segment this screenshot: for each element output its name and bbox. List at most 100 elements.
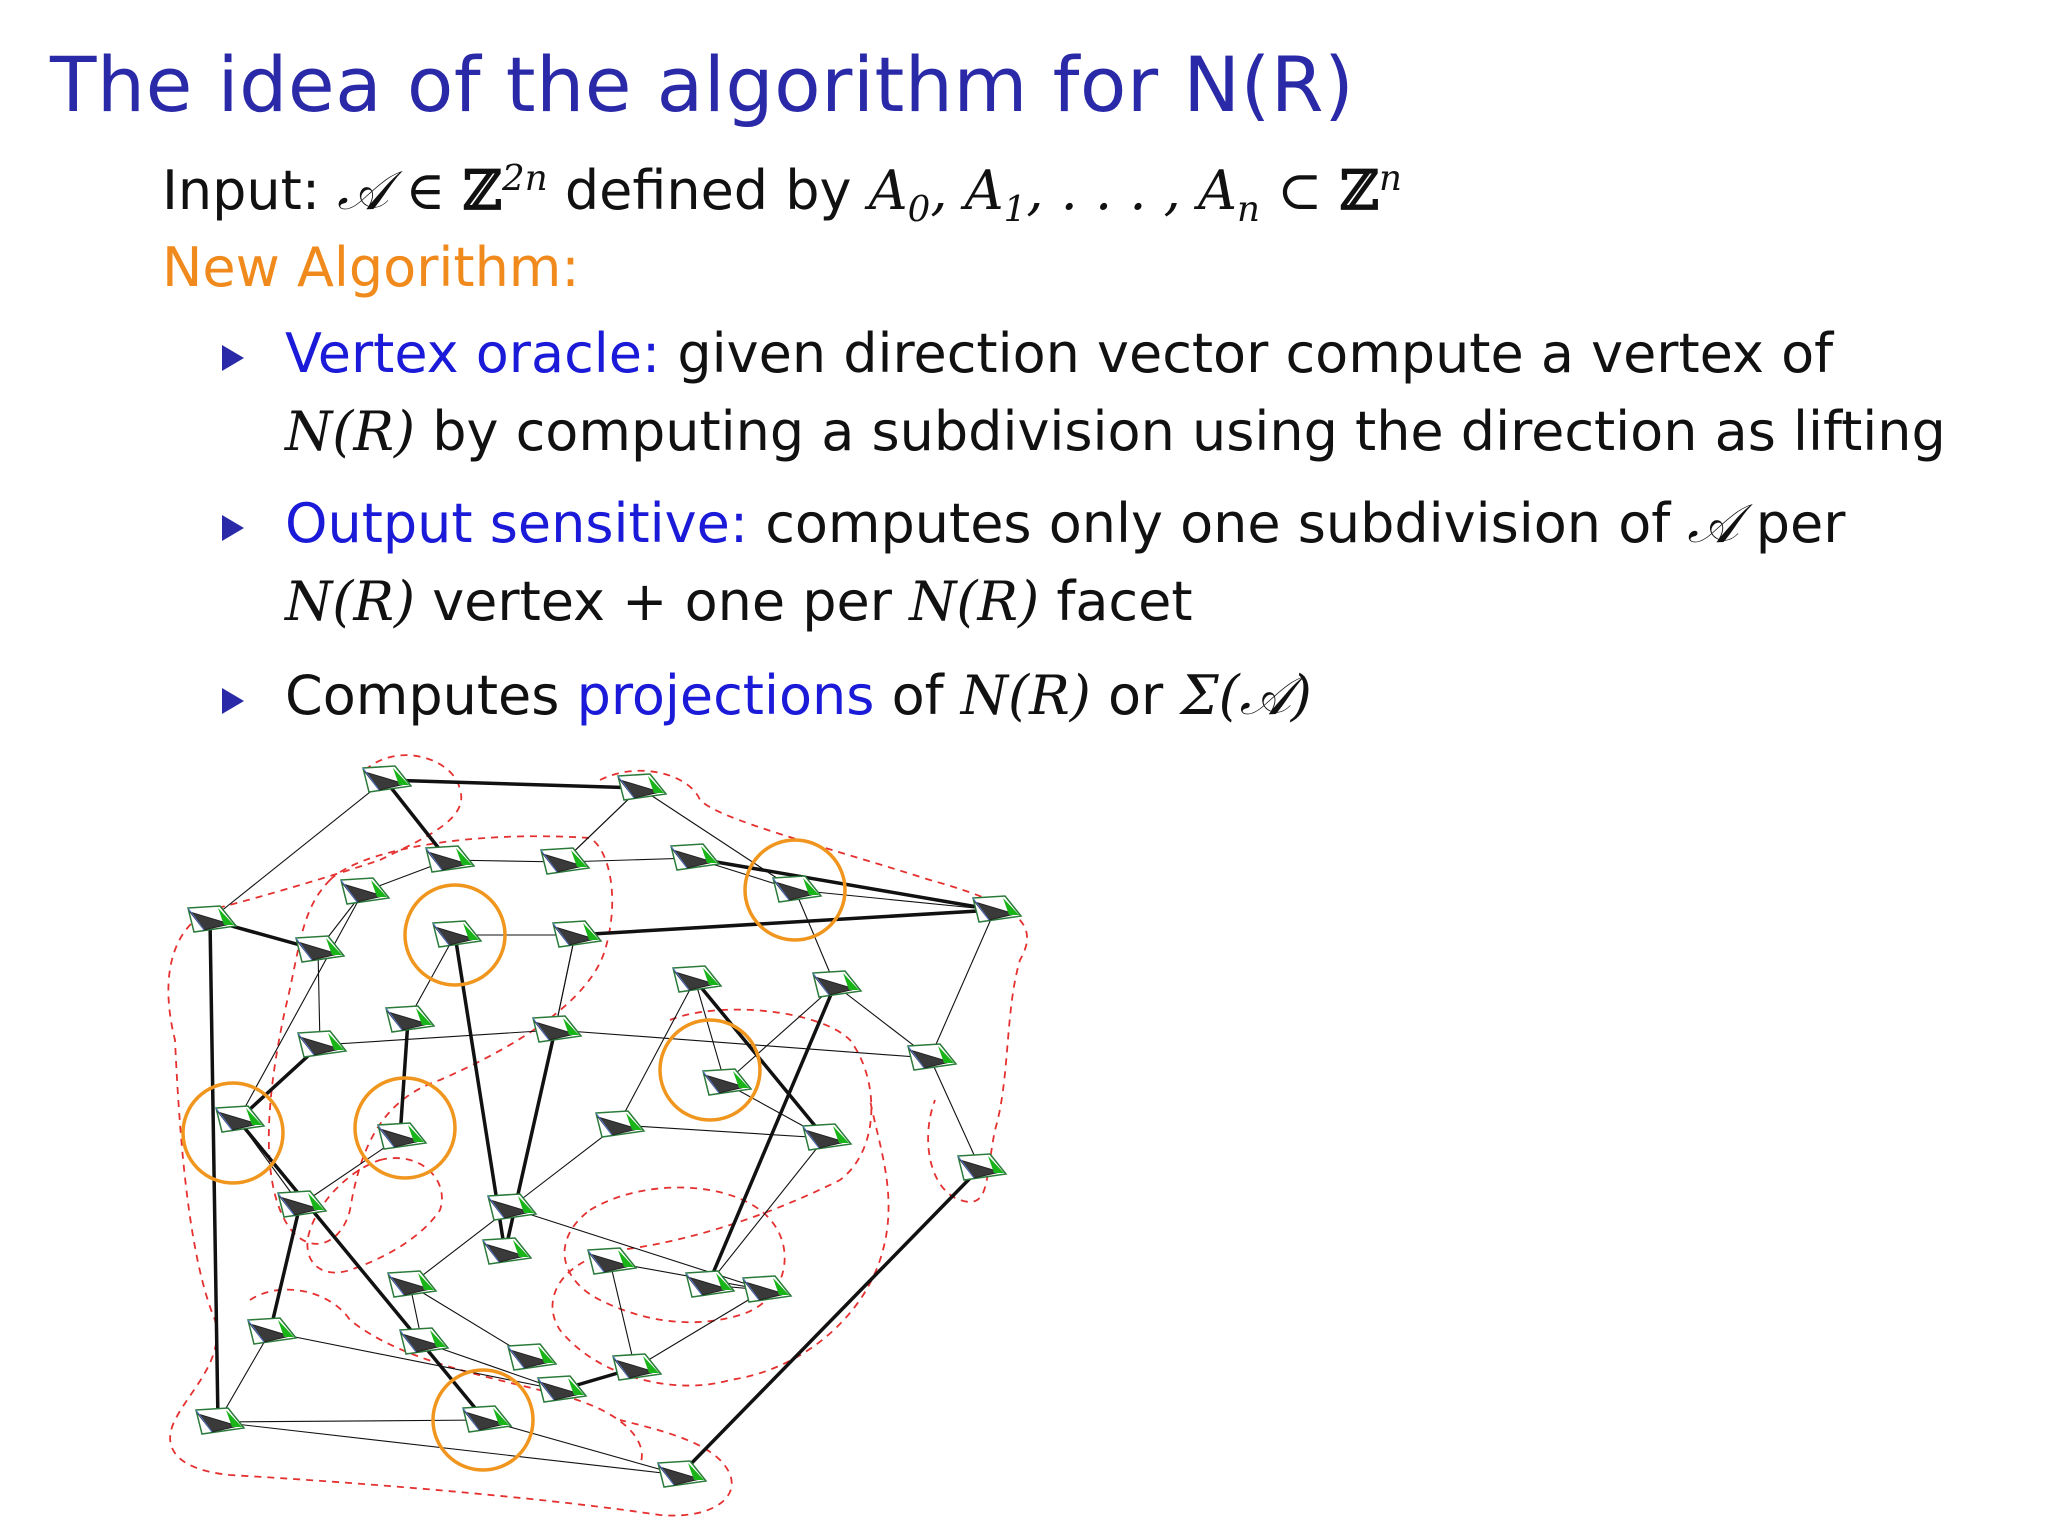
node-inner-edge <box>812 972 830 996</box>
node-green-cell <box>938 1046 954 1063</box>
flip-edge <box>554 934 576 1031</box>
subdivision-node-icon <box>487 1193 538 1221</box>
bullet-2-text-1: computes only one subdivision of <box>765 492 1671 555</box>
flip-edge <box>617 979 696 1126</box>
ring2-exponent: n <box>1378 158 1402 199</box>
node-green-cell <box>618 1250 634 1267</box>
subdivision-node-icon <box>657 1460 708 1488</box>
node-green-cell <box>463 923 479 940</box>
node-green-cell <box>430 1330 446 1347</box>
node-green-cell <box>408 1125 424 1142</box>
flip-edge <box>484 1419 681 1476</box>
subdivision-node-icon <box>377 1122 428 1150</box>
flip-edge <box>724 984 836 1084</box>
node-inner-edge <box>972 897 990 921</box>
node-inner-edge <box>685 1272 703 1296</box>
subdivision-node-icon <box>295 935 346 963</box>
node-green-cell <box>538 1346 554 1363</box>
subdivision-node-icon <box>587 1247 638 1275</box>
vertex-oracle-term: Vertex oracle: <box>285 322 661 385</box>
bullet-1-text-2: by computing a subdivision using the dir… <box>432 400 1946 463</box>
node-green-cell <box>308 1193 324 1210</box>
node-green-cell <box>513 1240 529 1257</box>
node-green-cell <box>371 880 387 897</box>
flip-edge-thick <box>236 1118 487 1422</box>
subdivision-node-icon <box>507 1343 558 1371</box>
node-green-cell <box>563 1018 579 1035</box>
node-green-cell <box>716 1273 732 1290</box>
node-green-cell <box>493 1408 509 1425</box>
highlight-circle <box>353 1076 457 1180</box>
node-inner-edge <box>540 849 558 873</box>
node-inner-edge <box>617 775 635 799</box>
subset-symbol: ⊂ <box>1277 159 1323 222</box>
subdivision-node-icon <box>340 877 391 905</box>
subdivision-node-icon <box>540 847 591 875</box>
node-green-cell <box>328 1033 344 1050</box>
node-green-cell <box>803 878 819 895</box>
bullet-1-math: N(R) <box>285 400 416 463</box>
bullet-3-pre: Computes <box>285 664 560 727</box>
flip-edge <box>217 1419 486 1423</box>
node-inner-edge <box>802 1125 820 1149</box>
region-outline <box>563 1186 786 1324</box>
ring-exponent: 2n <box>502 158 548 199</box>
subdivision-node-icon <box>362 765 413 793</box>
node-green-cell <box>326 938 342 955</box>
flip-edge <box>209 779 386 921</box>
subdivision-node-icon <box>387 1270 438 1298</box>
flip-edge-thick <box>208 919 220 1423</box>
ellipsis: , . . . , <box>1026 159 1181 222</box>
node-inner-edge <box>295 937 313 961</box>
node-inner-edge <box>657 1462 675 1486</box>
flip-edge <box>237 891 364 1121</box>
flip-edge <box>609 1261 636 1369</box>
node-inner-edge <box>377 1124 395 1148</box>
subdivision-node-icon <box>812 970 863 998</box>
bullet-3-mid: of <box>891 664 944 727</box>
flip-edge-thick <box>503 1029 557 1253</box>
node-inner-edge <box>387 1272 405 1296</box>
node-inner-edge <box>772 877 790 901</box>
bullet-2-marker <box>222 515 244 541</box>
bullet-2-line-2: N(R) vertex + one per N(R) facet <box>285 570 1193 633</box>
region-outline <box>306 1157 443 1274</box>
highlight-circle <box>658 1018 762 1122</box>
node-inner-edge <box>432 922 450 946</box>
flip-edge <box>217 1331 271 1423</box>
subdivision-node-icon <box>617 773 668 801</box>
subdivision-node-icon <box>247 1317 298 1345</box>
node-inner-edge <box>907 1045 925 1069</box>
node-green-cell <box>1003 898 1019 915</box>
bullet-3-math-2: Σ(𝒜) <box>1180 664 1312 727</box>
node-inner-edge <box>297 1032 315 1056</box>
flip-edge <box>421 1341 561 1391</box>
subdivision-node-icon <box>957 1153 1008 1181</box>
node-green-cell <box>643 1356 659 1373</box>
flip-edge <box>509 1124 619 1209</box>
subdivision-node-icon <box>537 1375 588 1403</box>
node-green-cell <box>218 908 234 925</box>
defined-by-text: defined by <box>564 159 852 222</box>
subdivision-node-icon <box>552 920 603 948</box>
node-green-cell <box>568 1378 584 1395</box>
subdivision-node-icon <box>907 1043 958 1071</box>
circles-layer <box>181 838 847 1472</box>
bullet-2-text-1b: per <box>1755 492 1846 555</box>
subdivision-node-icon <box>670 843 721 871</box>
flip-edge <box>929 909 996 1059</box>
flip-edge <box>562 857 694 863</box>
flip-edge <box>319 1029 556 1046</box>
bullet-1-text-1: given direction vector compute a vertex … <box>677 322 1834 385</box>
node-inner-edge <box>425 847 443 871</box>
flip-edge-thick <box>268 1204 302 1333</box>
node-green-cell <box>833 1126 849 1143</box>
slide-title: The idea of the algorithm for N(R) <box>50 40 1355 129</box>
node-inner-edge <box>247 1319 265 1343</box>
node-inner-edge <box>612 1355 630 1379</box>
flip-edge-thick <box>678 1166 982 1477</box>
flip-edge <box>929 1057 981 1169</box>
sub-0: 0 <box>907 188 931 230</box>
node-green-cell <box>226 1410 242 1427</box>
flip-edge <box>617 1124 826 1139</box>
